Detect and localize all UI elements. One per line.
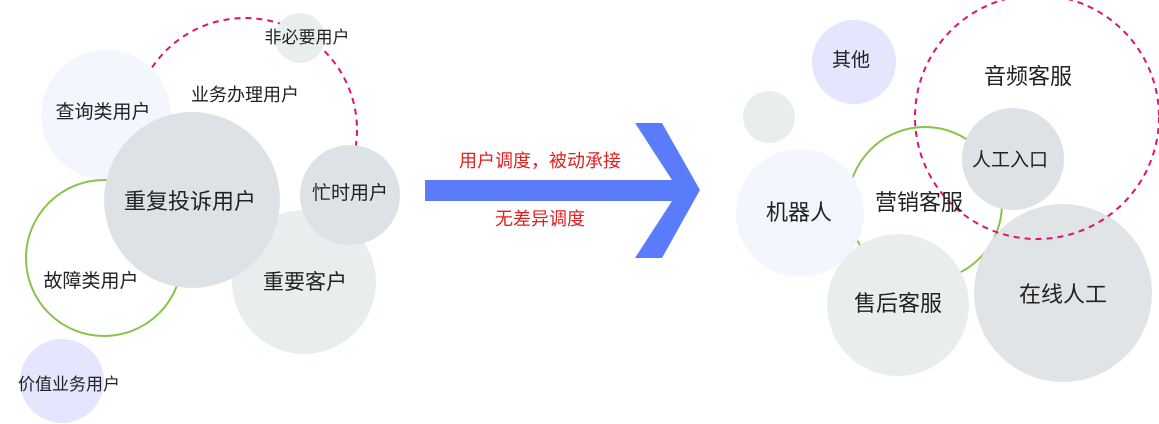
arrow-label-top: 用户调度，被动承接 xyxy=(459,151,621,172)
busy-users-label: 忙时用户 xyxy=(312,182,388,204)
online-manual-bubble xyxy=(974,204,1152,382)
fault-users-label: 故障类用户 xyxy=(43,270,138,292)
manual-entry-bubble xyxy=(962,108,1064,210)
other-bubble xyxy=(812,20,896,104)
important-customers-bubble xyxy=(232,210,376,354)
business-users-dashed-circle xyxy=(132,17,358,243)
manual-entry-label: 人工入口 xyxy=(972,149,1048,171)
robot-label: 机器人 xyxy=(766,201,832,226)
other-label: 其他 xyxy=(832,49,870,71)
dispatch-arrow xyxy=(425,123,700,258)
after-sales-service-label: 售后客服 xyxy=(854,292,942,317)
repeat-complaint-users-bubble xyxy=(104,112,280,288)
unnecessary-users-bubble xyxy=(275,13,325,63)
audio-service-label: 音频客服 xyxy=(984,65,1072,90)
small-blank-bubble xyxy=(743,91,795,143)
audio-service-dashed-circle xyxy=(914,0,1159,240)
robot-bubble xyxy=(736,149,864,277)
important-customers-label: 重要客户 xyxy=(263,270,347,294)
unnecessary-users-label: 非必要用户 xyxy=(265,28,350,48)
value-business-users-label: 价值业务用户 xyxy=(18,375,120,395)
business-users-label: 业务办理用户 xyxy=(191,85,299,106)
marketing-service-label: 营销客服 xyxy=(875,191,963,216)
value-business-users-bubble xyxy=(20,339,104,423)
online-manual-label: 在线人工 xyxy=(1019,283,1107,308)
arrow-label-bottom: 无差异调度 xyxy=(495,209,585,230)
query-users-label: 查询类用户 xyxy=(55,101,150,123)
busy-users-bubble xyxy=(300,145,400,245)
after-sales-service-bubble xyxy=(827,234,969,376)
repeat-complaint-users-label: 重复投诉用户 xyxy=(124,190,256,215)
